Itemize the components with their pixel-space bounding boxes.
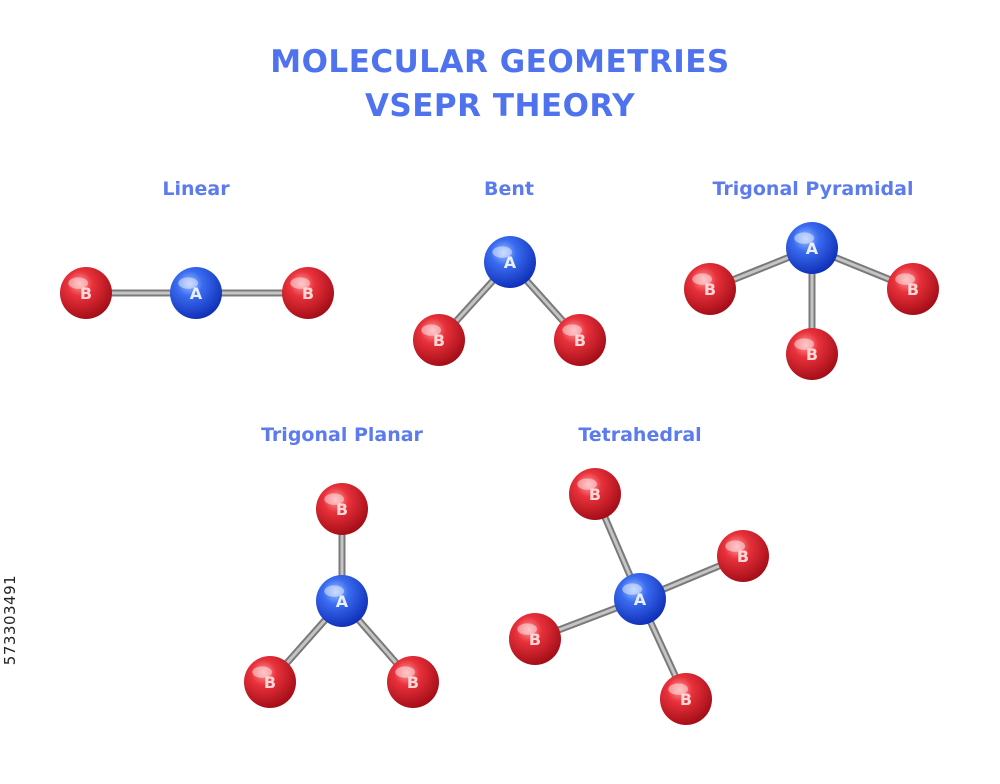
label-linear: Linear <box>162 178 230 200</box>
label-trigonal-pyramidal: Trigonal Pyramidal <box>712 178 914 200</box>
side-code-text: 573303491 <box>1 574 19 666</box>
bent-atom-b-2-sphere <box>554 314 606 366</box>
bent-atom-b-1-sphere <box>413 314 465 366</box>
bent-atom-b-2-shine <box>562 324 583 336</box>
bent-atom-a-letter: A <box>504 253 517 272</box>
linear-atom-b-1-sphere <box>60 267 112 319</box>
title-line-1: MOLECULAR GEOMETRIES <box>270 44 730 80</box>
label-tetrahedral: Tetrahedral <box>578 424 702 446</box>
trigonal-planar-atom-b-1-letter: B <box>336 500 348 519</box>
bent-atom-b-1: B <box>413 314 465 366</box>
trigonal-pyramidal-atom-a-shine <box>794 232 815 244</box>
trigonal-pyramidal-atom-b-1-sphere <box>684 263 736 315</box>
trigonal-planar-atom-b-3-sphere <box>387 656 439 708</box>
tetrahedral-atom-b-4-sphere <box>660 673 712 725</box>
linear-atom-b-2: B <box>282 267 334 319</box>
bent-atom-b-1-shine <box>421 324 442 336</box>
trigonal-planar-atom-b-3-letter: B <box>407 673 419 692</box>
tetrahedral-atom-b-1-sphere <box>569 468 621 520</box>
tetrahedral-atom-b-1: B <box>569 468 621 520</box>
trigonal-planar-atom-b-2: B <box>244 656 296 708</box>
linear-atom-a: A <box>170 267 222 319</box>
trigonal-pyramidal-atom-b-1-letter: B <box>704 280 716 299</box>
trigonal-pyramidal-atom-b-3: B <box>786 328 838 380</box>
trigonal-pyramidal-atom-b-2-letter: B <box>907 280 919 299</box>
trigonal-pyramidal-atom-b-2-sphere <box>887 263 939 315</box>
tetrahedral-atom-b-4: B <box>660 673 712 725</box>
label-bent: Bent <box>484 178 534 200</box>
bent-atom-a-shine <box>492 246 513 258</box>
trigonal-planar-atom-b-2-shine <box>252 666 273 678</box>
trigonal-planar-atom-a-sphere <box>316 575 368 627</box>
tetrahedral-atom-b-3-letter: B <box>529 630 541 649</box>
trigonal-pyramidal-atom-b-2-shine <box>895 273 916 285</box>
trigonal-planar-atom-b-2-sphere <box>244 656 296 708</box>
bent-atom-b-2-letter: B <box>574 331 586 350</box>
tetrahedral-atom-b-4-letter: B <box>680 690 692 709</box>
trigonal-pyramidal-atom-b-3-sphere <box>786 328 838 380</box>
trigonal-pyramidal-atom-b-3-letter: B <box>806 345 818 364</box>
side-code: 573303491 <box>0 540 20 700</box>
bent-atom-b-2: B <box>554 314 606 366</box>
bent-atom-a-sphere <box>484 236 536 288</box>
tetrahedral-atom-a-sphere <box>614 573 666 625</box>
tetrahedral-atom-b-1-letter: B <box>589 485 601 504</box>
trigonal-pyramidal-atom-b-1: B <box>684 263 736 315</box>
bent-atom-a: A <box>484 236 536 288</box>
tetrahedral-atom-a: A <box>614 573 666 625</box>
tetrahedral-atom-b-3-shine <box>517 623 538 635</box>
trigonal-pyramidal-atom-a-letter: A <box>806 239 819 258</box>
tetrahedral-atom-b-3-sphere <box>509 613 561 665</box>
linear-atom-b-2-letter: B <box>302 284 314 303</box>
trigonal-planar-atom-a: A <box>316 575 368 627</box>
linear-atom-a-shine <box>178 277 199 289</box>
linear-atom-b-1-shine <box>68 277 89 289</box>
trigonal-planar-atom-b-1: B <box>316 483 368 535</box>
trigonal-planar-atom-b-1-shine <box>324 493 345 505</box>
linear-atom-a-sphere <box>170 267 222 319</box>
trigonal-planar-atom-b-2-letter: B <box>264 673 276 692</box>
linear-atom-b-1: B <box>60 267 112 319</box>
trigonal-pyramidal-atom-a-sphere <box>786 222 838 274</box>
linear-atom-b-2-shine <box>290 277 311 289</box>
trigonal-planar-atom-b-1-sphere <box>316 483 368 535</box>
trigonal-pyramidal-atom-b-1-shine <box>692 273 713 285</box>
tetrahedral-atom-a-letter: A <box>634 590 647 609</box>
trigonal-planar-atom-a-letter: A <box>336 592 349 611</box>
tetrahedral-atom-b-2-sphere <box>717 530 769 582</box>
trigonal-planar-atom-b-3-shine <box>395 666 416 678</box>
bent-atom-b-1-letter: B <box>433 331 445 350</box>
linear-atom-a-letter: A <box>190 284 203 303</box>
trigonal-pyramidal-atom-a: A <box>786 222 838 274</box>
trigonal-planar-atom-b-3: B <box>387 656 439 708</box>
trigonal-pyramidal-atom-b-3-shine <box>794 338 815 350</box>
title-line-2: VSEPR THEORY <box>364 88 636 124</box>
label-trigonal-planar: Trigonal Planar <box>261 424 423 446</box>
tetrahedral-atom-b-2-shine <box>725 540 746 552</box>
tetrahedral-atom-b-4-shine <box>668 683 689 695</box>
tetrahedral-atom-b-2-letter: B <box>737 547 749 566</box>
tetrahedral-atom-b-1-shine <box>577 478 598 490</box>
trigonal-pyramidal-atom-b-2: B <box>887 263 939 315</box>
tetrahedral-atom-b-2: B <box>717 530 769 582</box>
linear-atom-b-2-sphere <box>282 267 334 319</box>
tetrahedral-atom-b-3: B <box>509 613 561 665</box>
tetrahedral-atom-a-shine <box>622 583 643 595</box>
trigonal-planar-atom-a-shine <box>324 585 345 597</box>
linear-atom-b-1-letter: B <box>80 284 92 303</box>
